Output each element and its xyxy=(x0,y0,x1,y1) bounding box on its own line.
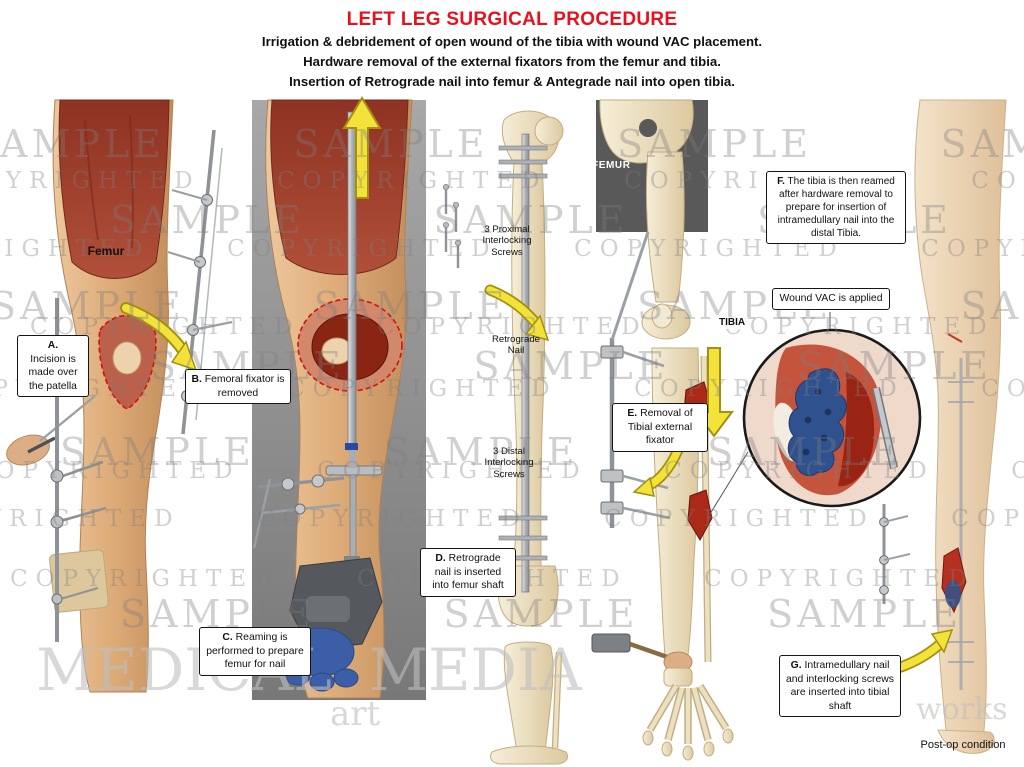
surgeon-hand-scalpel xyxy=(6,395,96,466)
proximal-interlocking-screws xyxy=(498,145,548,179)
wound-vac-inset xyxy=(709,312,922,515)
femoral-external-fixator xyxy=(167,129,233,435)
panel-d-femur-with-nail xyxy=(442,110,569,765)
panel-a-leg-with-fixators xyxy=(6,99,233,693)
yellow-arrow-to-femoral-fixator xyxy=(120,302,198,372)
yellow-arrow-to-nail xyxy=(484,284,550,342)
fixator-clamp-cluster xyxy=(252,474,345,549)
foot-skeleton xyxy=(642,667,734,761)
panel-g-postop-leg xyxy=(879,99,1007,754)
loose-screws xyxy=(442,183,462,268)
yellow-arrow-to-tibial-fixator xyxy=(632,444,684,497)
intramedullary-nail xyxy=(521,133,530,593)
removed-fixator-hardware xyxy=(879,504,911,604)
yellow-arrow-up-reaming xyxy=(342,96,382,199)
panel-ef-skeleton-leg xyxy=(591,99,734,761)
panel-bc-open-knee-reaming xyxy=(252,96,426,700)
vac-sponge xyxy=(787,368,847,477)
retrograde-nail-shaft xyxy=(347,111,357,451)
mallet-and-hand xyxy=(591,633,693,673)
distal-interlocking-screws xyxy=(498,515,548,561)
yellow-arrow-to-postop-leg xyxy=(892,629,954,674)
